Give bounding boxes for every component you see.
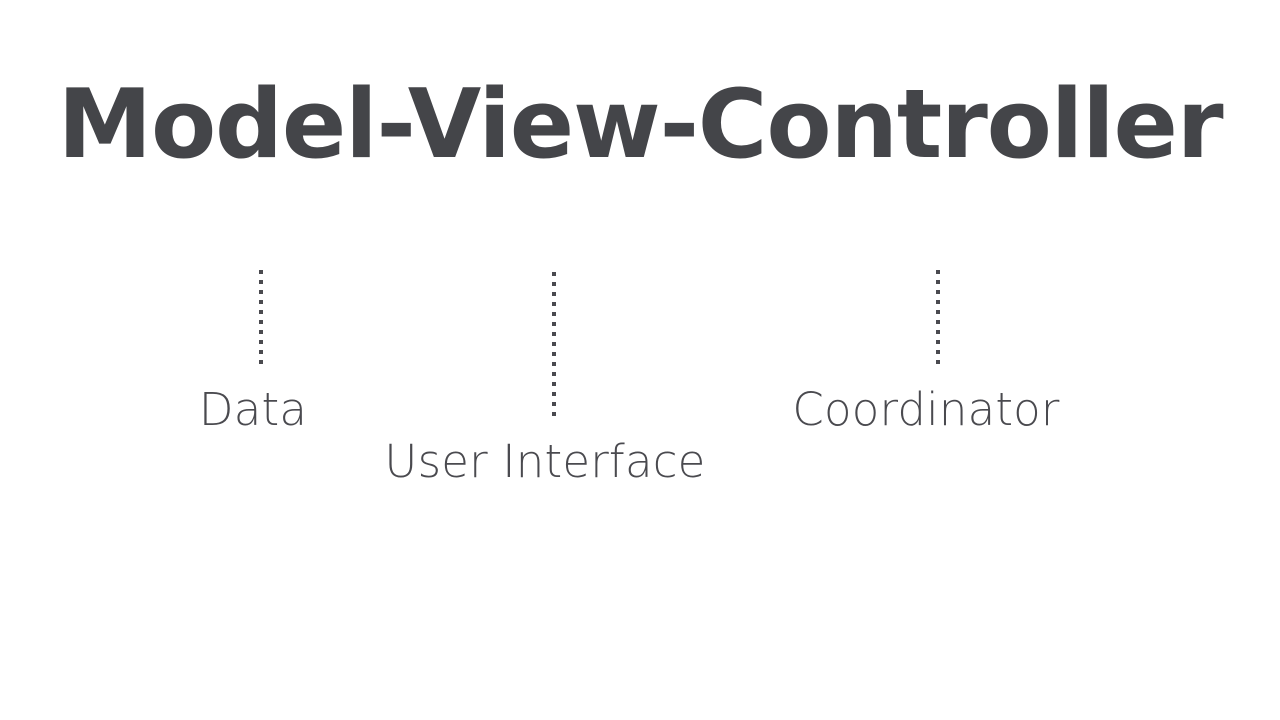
controller-connector-line [936,270,940,370]
page-title: Model-View-Controller [57,70,1224,180]
caption-model-data: Data [198,383,308,436]
model-connector-line [259,270,263,370]
caption-controller-coordinator: Coordinator [792,383,1060,436]
view-connector-line [552,272,556,419]
caption-view-user-interface: User Interface [384,435,706,488]
